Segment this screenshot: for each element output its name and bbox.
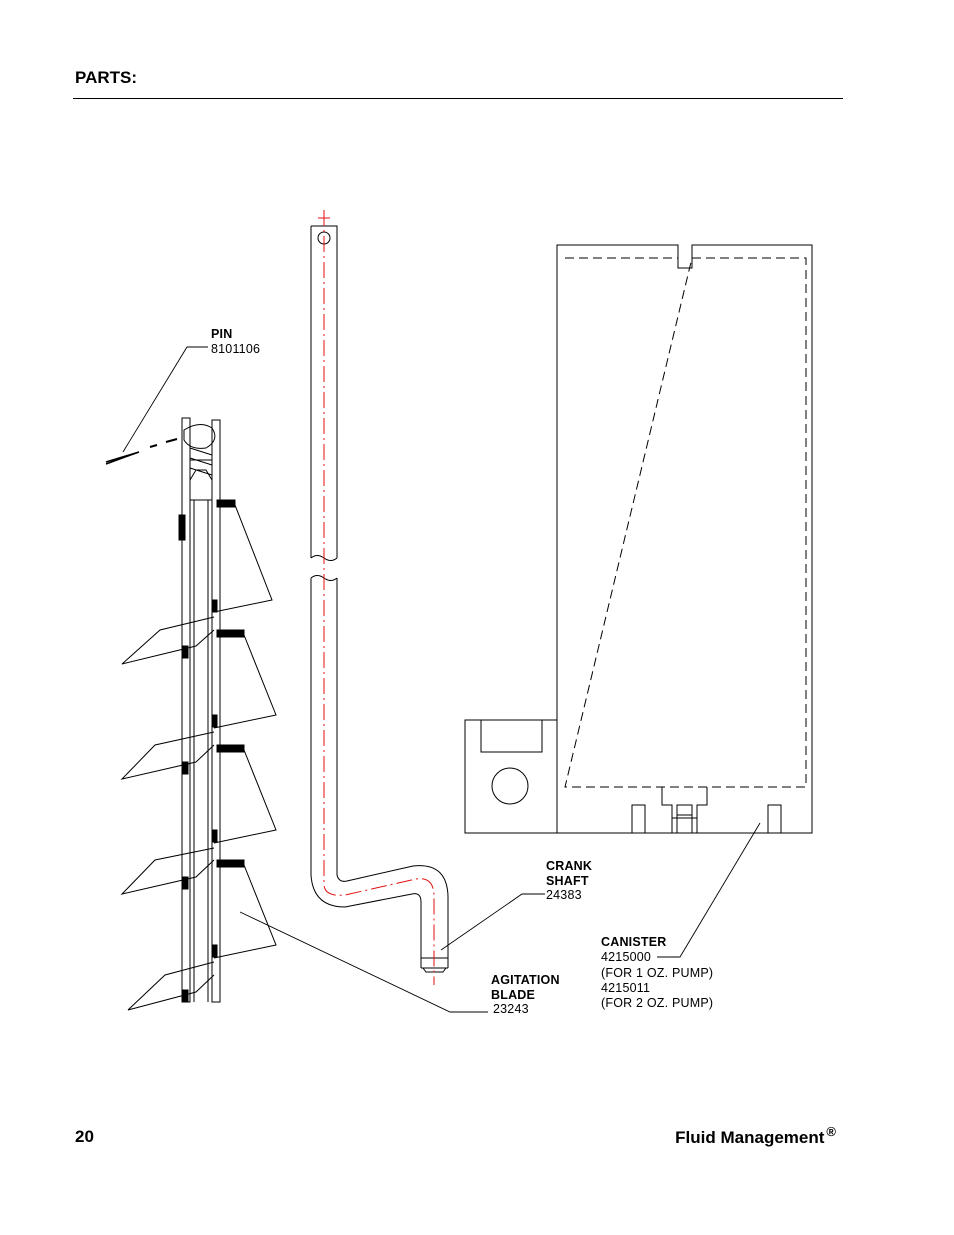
leader-lines: [122, 346, 761, 1013]
crank-shaft-name-line2: SHAFT: [546, 873, 589, 888]
brand-name: Fluid Management: [675, 1128, 825, 1147]
registered-mark: ®: [826, 1124, 836, 1139]
footer-brand: Fluid Management®: [675, 1124, 836, 1148]
pin-part-number: 8101106: [211, 341, 261, 356]
agitation-blade-part-number: 23243: [493, 1002, 529, 1016]
agitation-blade-label: AGITATION BLADE 23243: [491, 973, 560, 1017]
page-title: PARTS:: [75, 68, 138, 87]
pin-name: PIN: [211, 327, 233, 341]
canister-note-2: (FOR 2 OZ. PUMP): [601, 996, 714, 1011]
canister-part-number-1: 4215000: [601, 950, 652, 965]
page-number: 20: [75, 1127, 94, 1146]
crank-shaft-name-line1: CRANK: [546, 859, 593, 873]
canister-note-1: (FOR 1 OZ. PUMP): [601, 965, 714, 980]
crank-shaft-label: CRANK SHAFT 24383: [546, 859, 592, 903]
pin-label: PIN 8101106: [211, 327, 260, 356]
crank-shaft-part-number: 24383: [546, 888, 582, 902]
canister-label: CANISTER 4215000 (FOR 1 OZ. PUMP) 421501…: [601, 935, 713, 1011]
crank-shaft-drawing: [310, 210, 449, 985]
canister-drawing: [464, 244, 813, 834]
header-divider: [73, 98, 843, 99]
canister-part-number-2: 4215011: [601, 980, 651, 995]
agitation-blade-name-line2: BLADE: [491, 987, 536, 1002]
pin-drawing: [105, 438, 178, 465]
canister-name: CANISTER: [601, 935, 667, 949]
agitation-blade-name-line1: AGITATION: [491, 973, 560, 987]
agitation-blade-drawing: [120, 417, 277, 1011]
